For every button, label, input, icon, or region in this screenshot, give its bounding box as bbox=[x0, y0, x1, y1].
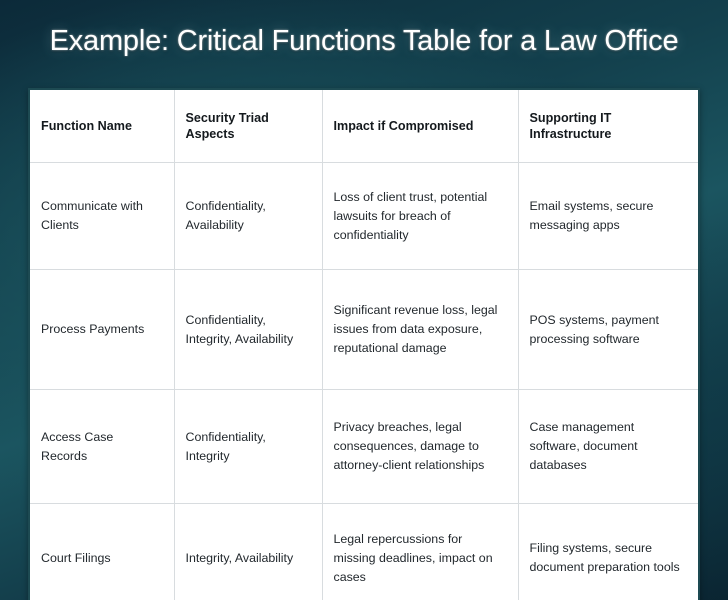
column-header-impact-if-compromised: Impact if Compromised bbox=[322, 90, 519, 163]
cell-impact-if-compromised: Loss of client trust, potential lawsuits… bbox=[322, 162, 519, 270]
table-row: Communicate with Clients Confidentiality… bbox=[30, 162, 698, 270]
cell-supporting-it-infrastructure: Case management software, document datab… bbox=[518, 389, 698, 504]
cell-function-name: Communicate with Clients bbox=[30, 162, 175, 270]
table-body: Communicate with Clients Confidentiality… bbox=[30, 162, 698, 600]
slide-title-container: Example: Critical Functions Table for a … bbox=[0, 22, 728, 60]
cell-supporting-it-infrastructure: Email systems, secure messaging apps bbox=[518, 162, 698, 270]
table-row: Access Case Records Confidentiality, Int… bbox=[30, 389, 698, 504]
column-header-function-name: Function Name bbox=[30, 90, 175, 163]
cell-supporting-it-infrastructure: POS systems, payment processing software bbox=[518, 269, 698, 390]
table-header-row: Function Name Security Triad Aspects Imp… bbox=[30, 90, 698, 163]
table-row: Process Payments Confidentiality, Integr… bbox=[30, 269, 698, 390]
page-title: Example: Critical Functions Table for a … bbox=[49, 25, 679, 57]
cell-impact-if-compromised: Significant revenue loss, legal issues f… bbox=[322, 269, 519, 390]
cell-security-triad-aspects: Confidentiality, Integrity bbox=[174, 389, 323, 504]
cell-security-triad-aspects: Confidentiality, Integrity, Availability bbox=[174, 269, 323, 390]
cell-impact-if-compromised: Legal repercussions for missing deadline… bbox=[322, 503, 519, 600]
cell-function-name: Court Filings bbox=[30, 503, 175, 600]
cell-impact-if-compromised: Privacy breaches, legal consequences, da… bbox=[322, 389, 519, 504]
column-header-supporting-it-infrastructure: Supporting IT Infrastructure bbox=[518, 90, 698, 163]
cell-security-triad-aspects: Confidentiality, Availability bbox=[174, 162, 323, 270]
column-header-security-triad-aspects: Security Triad Aspects bbox=[174, 90, 323, 163]
cell-security-triad-aspects: Integrity, Availability bbox=[174, 503, 323, 600]
cell-function-name: Access Case Records bbox=[30, 389, 175, 504]
table-header: Function Name Security Triad Aspects Imp… bbox=[30, 90, 698, 163]
table-row: Court Filings Integrity, Availability Le… bbox=[30, 503, 698, 600]
cell-supporting-it-infrastructure: Filing systems, secure document preparat… bbox=[518, 503, 698, 600]
critical-functions-table-container: Function Name Security Triad Aspects Imp… bbox=[28, 88, 700, 600]
cell-function-name: Process Payments bbox=[30, 269, 175, 390]
critical-functions-table: Function Name Security Triad Aspects Imp… bbox=[30, 90, 698, 600]
